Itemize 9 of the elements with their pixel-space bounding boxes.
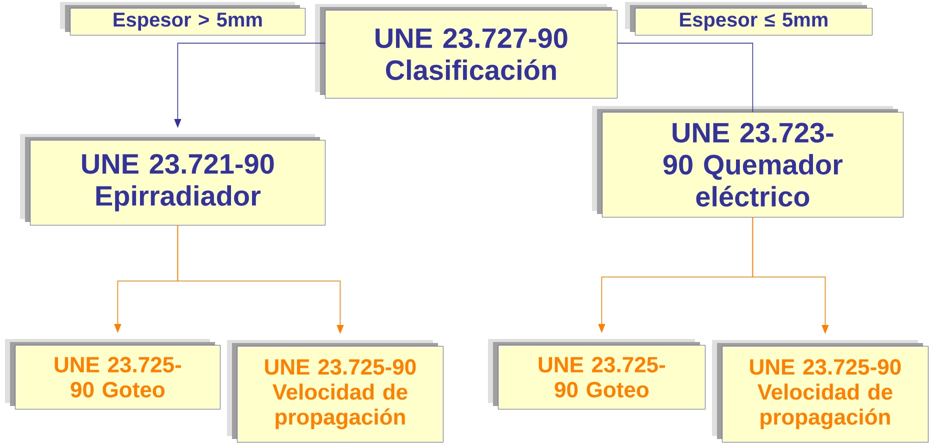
standard-box: UNE 23.725-90 Goteo — [488, 339, 706, 410]
heading-box: Espesor > 5mm — [60, 2, 306, 36]
standard-box: UNE 23.725-90 Velocidad de propagación — [227, 340, 444, 442]
heading-box: Espesor ≤ 5mm — [625, 2, 872, 36]
standard-box: UNE 23.723-90 Quemador eléctrico — [592, 106, 904, 218]
standard-box: UNE 23.725-90 Goteo — [5, 339, 220, 410]
standard-box: UNE 23.721-90 Epirradiador — [20, 134, 326, 226]
standard-box: UNE 23.725-90 Velocidad de propagación — [712, 340, 928, 442]
standard-box: UNE 23.727-90 Clasificación — [315, 4, 618, 98]
